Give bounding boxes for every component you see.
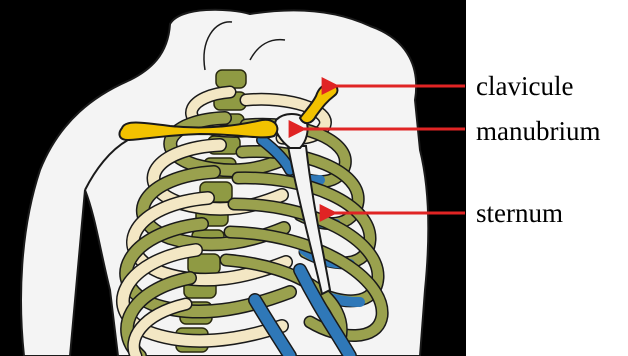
label-clavicule: clavicule (476, 71, 573, 101)
label-manubrium: manubrium (476, 116, 600, 146)
label-sternum: sternum (476, 198, 563, 228)
